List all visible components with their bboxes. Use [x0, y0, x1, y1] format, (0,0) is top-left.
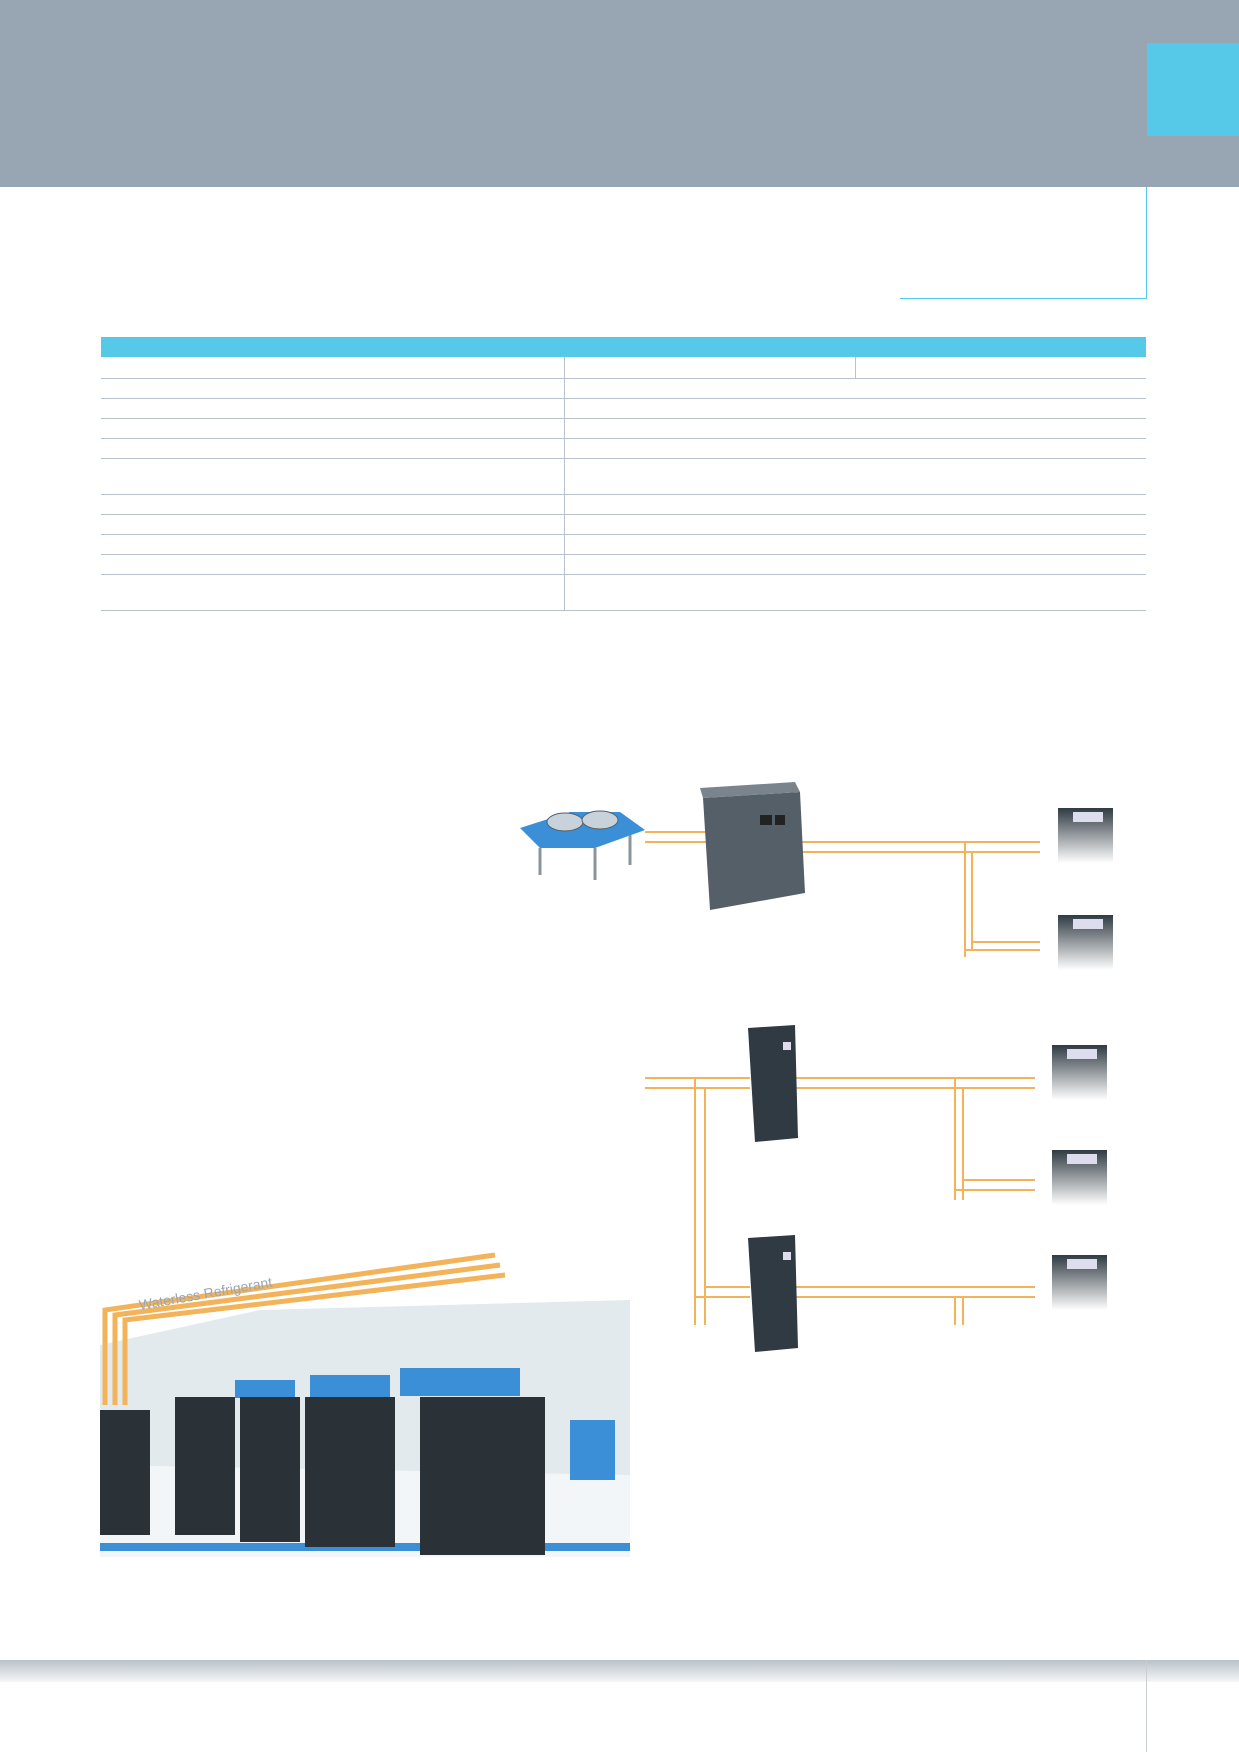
distribution-cabinet-icon: [748, 1025, 798, 1142]
indoor-unit-icon: [1058, 808, 1113, 863]
accent-divider-horizontal: [900, 298, 1147, 299]
indoor-unit-icon: [1052, 1255, 1107, 1310]
main-cabinet-icon: [700, 782, 805, 910]
header-band: [0, 0, 1146, 187]
table-row: [101, 459, 1146, 495]
table-row: [101, 535, 1146, 555]
table-row: [101, 439, 1146, 459]
piping-diagram: [520, 782, 1113, 1352]
data-center-illustration: Waterless Refrigerant: [100, 1235, 630, 1557]
indoor-unit-icon: [1058, 915, 1113, 970]
accent-divider-vertical: [1146, 187, 1147, 299]
table-row: [101, 515, 1146, 535]
spec-table: [101, 337, 1146, 611]
condenser-icon: [520, 810, 645, 880]
table-row: [101, 419, 1146, 439]
indoor-unit-icon: [1052, 1150, 1107, 1205]
table-row: [101, 379, 1146, 399]
table-row: [101, 555, 1146, 575]
table-row: [101, 495, 1146, 515]
indoor-unit-icon: [1052, 1045, 1107, 1100]
spec-table-header: [101, 337, 1146, 357]
footer-band: [0, 1660, 1239, 1682]
footer-divider: [1146, 1660, 1147, 1752]
table-row: [101, 575, 1146, 611]
table-row: [101, 399, 1146, 419]
section-tab-accent: [1147, 43, 1239, 136]
table-row: [101, 357, 1146, 379]
distribution-cabinet-icon: [748, 1235, 798, 1352]
